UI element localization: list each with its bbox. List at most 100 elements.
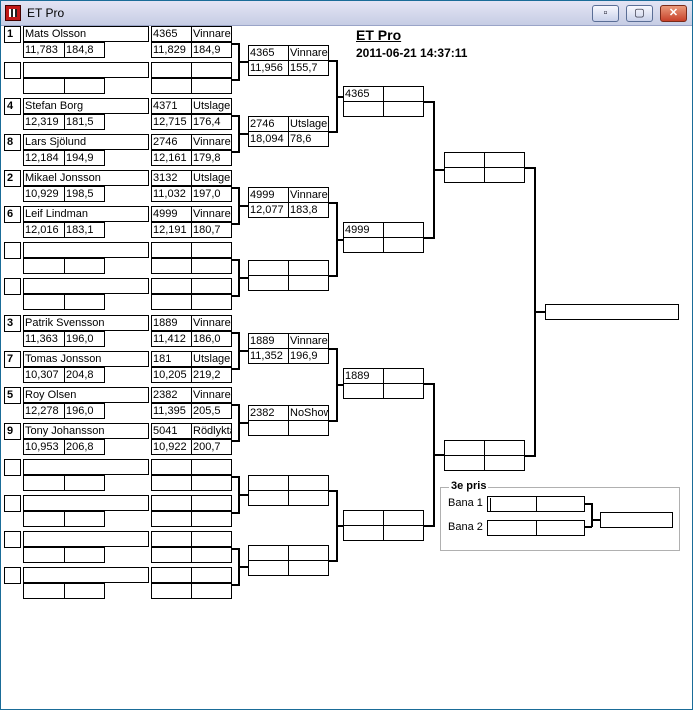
- seed-field[interactable]: [4, 242, 21, 259]
- driver-speed-field[interactable]: 181,5: [64, 114, 105, 130]
- driver-rt-field[interactable]: [23, 258, 65, 274]
- seed-field[interactable]: [4, 531, 21, 548]
- match-mph-field[interactable]: [383, 525, 424, 541]
- match-et-field[interactable]: [343, 237, 384, 253]
- driver-speed-field[interactable]: [64, 258, 105, 274]
- driver-name-field[interactable]: Lars Sjölund: [23, 134, 149, 150]
- result-status-field[interactable]: [191, 242, 232, 258]
- result-status-field[interactable]: [191, 567, 232, 583]
- result-mph-field[interactable]: 176,4: [191, 114, 232, 130]
- driver-speed-field[interactable]: 206,8: [64, 439, 105, 455]
- seed-field[interactable]: 1: [4, 26, 21, 43]
- match-status-field[interactable]: [288, 545, 329, 561]
- seed-field[interactable]: 2: [4, 170, 21, 187]
- match-et-field[interactable]: [248, 275, 289, 291]
- result-mph-field[interactable]: [191, 511, 232, 527]
- result-mph-field[interactable]: [191, 583, 232, 599]
- result-et-field[interactable]: 11,395: [151, 403, 192, 419]
- final-winner-field[interactable]: [545, 304, 679, 320]
- seed-field[interactable]: 9: [4, 423, 21, 440]
- driver-speed-field[interactable]: [64, 78, 105, 94]
- result-status-field[interactable]: Vinnare: [191, 134, 232, 150]
- match-et-field[interactable]: [343, 525, 384, 541]
- result-id-field[interactable]: [151, 278, 192, 294]
- driver-speed-field[interactable]: 183,1: [64, 222, 105, 238]
- driver-speed-field[interactable]: [64, 511, 105, 527]
- seed-field[interactable]: [4, 495, 21, 512]
- maximize-button[interactable]: ▢: [626, 5, 653, 22]
- match-et-field[interactable]: 11,956: [248, 60, 289, 76]
- driver-rt-field[interactable]: 12,319: [23, 114, 65, 130]
- result-status-field[interactable]: Vinnare: [191, 206, 232, 222]
- match-status-field[interactable]: Utslagen: [288, 116, 329, 132]
- seed-field[interactable]: [4, 62, 21, 79]
- result-id-field[interactable]: 2382: [151, 387, 192, 403]
- result-et-field[interactable]: [151, 511, 192, 527]
- driver-rt-field[interactable]: [23, 583, 65, 599]
- result-status-field[interactable]: Vinnare: [191, 315, 232, 331]
- match-mph-field[interactable]: 196,9: [288, 348, 329, 364]
- match-mph-field[interactable]: [484, 455, 525, 471]
- result-id-field[interactable]: 4371: [151, 98, 192, 114]
- seed-field[interactable]: 6: [4, 206, 21, 223]
- driver-rt-field[interactable]: 10,953: [23, 439, 65, 455]
- lane1-field-b[interactable]: [536, 496, 585, 512]
- driver-name-field[interactable]: [23, 242, 149, 258]
- match-mph-field[interactable]: [383, 383, 424, 399]
- match-status-field[interactable]: [484, 152, 525, 168]
- driver-name-field[interactable]: Mikael Jonsson: [23, 170, 149, 186]
- driver-speed-field[interactable]: 204,8: [64, 367, 105, 383]
- driver-rt-field[interactable]: [23, 547, 65, 563]
- match-id-field[interactable]: 4365: [248, 45, 289, 61]
- result-mph-field[interactable]: 180,7: [191, 222, 232, 238]
- match-id-field[interactable]: 4999: [248, 187, 289, 203]
- driver-speed-field[interactable]: 196,0: [64, 331, 105, 347]
- result-et-field[interactable]: [151, 475, 192, 491]
- match-et-field[interactable]: [248, 490, 289, 506]
- result-status-field[interactable]: [191, 531, 232, 547]
- result-mph-field[interactable]: 205,5: [191, 403, 232, 419]
- match-mph-field[interactable]: [288, 490, 329, 506]
- result-id-field[interactable]: [151, 242, 192, 258]
- match-et-field[interactable]: 12,077: [248, 202, 289, 218]
- match-status-field[interactable]: [383, 510, 424, 526]
- match-id-field[interactable]: 4365: [343, 86, 384, 102]
- match-et-field[interactable]: [248, 560, 289, 576]
- match-mph-field[interactable]: 78,6: [288, 131, 329, 147]
- seed-field[interactable]: 5: [4, 387, 21, 404]
- driver-rt-field[interactable]: 12,016: [23, 222, 65, 238]
- seed-field[interactable]: [4, 567, 21, 584]
- match-id-field[interactable]: 4999: [343, 222, 384, 238]
- match-et-field[interactable]: [248, 420, 289, 436]
- result-status-field[interactable]: [191, 459, 232, 475]
- result-et-field[interactable]: 11,032: [151, 186, 192, 202]
- minimize-button[interactable]: ▫: [592, 5, 619, 22]
- match-id-field[interactable]: 2382: [248, 405, 289, 421]
- match-id-field[interactable]: 1889: [248, 333, 289, 349]
- match-et-field[interactable]: 11,352: [248, 348, 289, 364]
- result-id-field[interactable]: 3132: [151, 170, 192, 186]
- result-id-field[interactable]: 1889: [151, 315, 192, 331]
- result-id-field[interactable]: [151, 459, 192, 475]
- match-mph-field[interactable]: 183,8: [288, 202, 329, 218]
- seed-field[interactable]: 3: [4, 315, 21, 332]
- result-status-field[interactable]: [191, 495, 232, 511]
- result-mph-field[interactable]: 186,0: [191, 331, 232, 347]
- result-et-field[interactable]: [151, 294, 192, 310]
- driver-rt-field[interactable]: [23, 511, 65, 527]
- result-et-field[interactable]: [151, 78, 192, 94]
- title-bar[interactable]: ET Pro ▫ ▢ ✕: [1, 1, 692, 26]
- lane2-field-a[interactable]: [487, 520, 537, 536]
- match-status-field[interactable]: NoShow: [288, 405, 329, 421]
- result-status-field[interactable]: Vinnare: [191, 26, 232, 42]
- match-id-field[interactable]: 1889: [343, 368, 384, 384]
- match-status-field[interactable]: Vinnare: [288, 45, 329, 61]
- driver-name-field[interactable]: [23, 62, 149, 78]
- match-mph-field[interactable]: [383, 237, 424, 253]
- lane2-field-b[interactable]: [536, 520, 585, 536]
- driver-rt-field[interactable]: 12,278: [23, 403, 65, 419]
- driver-rt-field[interactable]: [23, 294, 65, 310]
- result-id-field[interactable]: [151, 567, 192, 583]
- result-id-field[interactable]: 4999: [151, 206, 192, 222]
- driver-rt-field[interactable]: [23, 78, 65, 94]
